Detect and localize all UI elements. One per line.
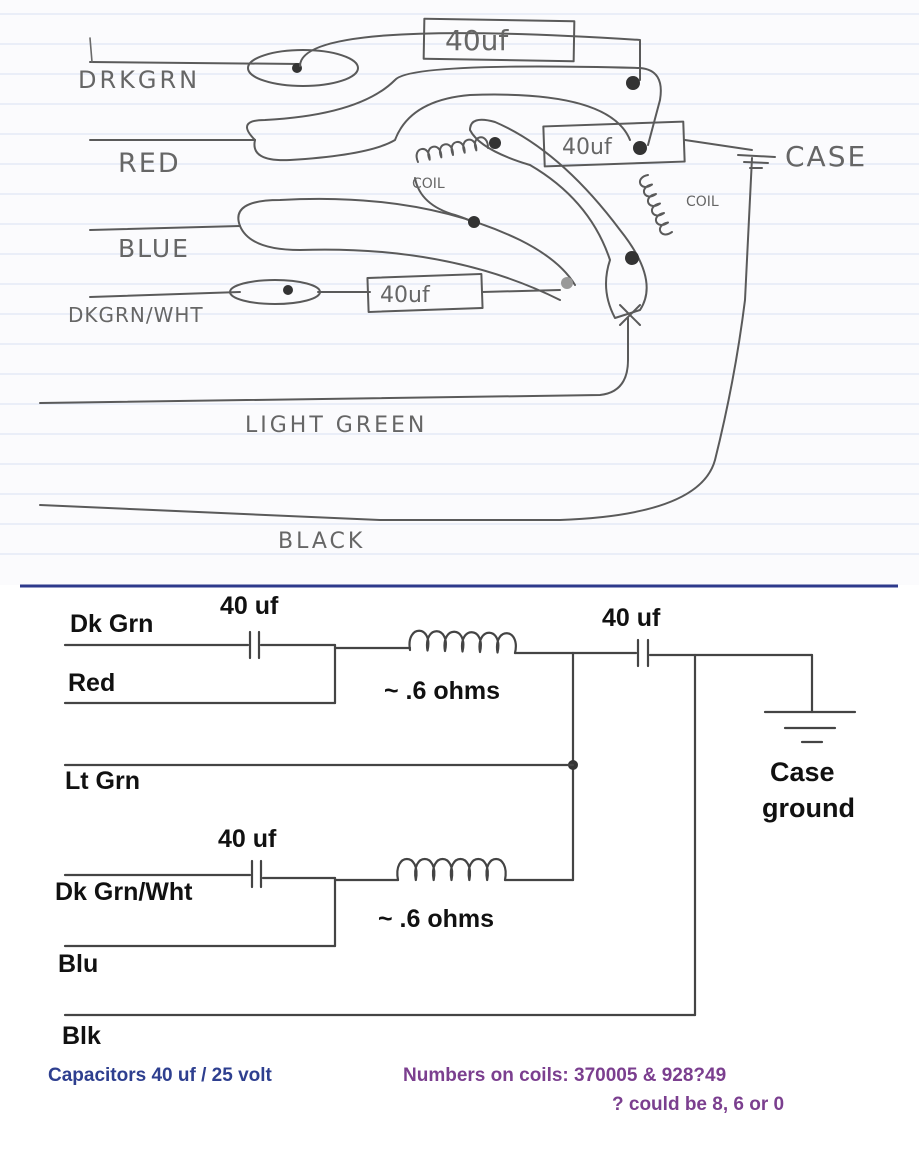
sketch-cap-label-1: 40uf (445, 24, 509, 57)
sketch-wire-tick (89, 37, 93, 63)
sketch-label-drkgrn: DRKGRN (78, 66, 200, 94)
sketch-cap-bot (366, 273, 484, 313)
sketch-capacitors: 40uf 40uf 40uf (366, 17, 686, 313)
sch-cap-label-2: 40 uf (218, 825, 277, 853)
sketch-cap-label-3: 40uf (380, 283, 431, 308)
sketch-label-blue: BLUE (118, 234, 190, 263)
sketch-cap-top (422, 17, 576, 63)
sch-cap-label-3: 40 uf (602, 604, 661, 632)
wire-blue-loop (237, 197, 576, 286)
sch-coil-label-1: ~ .6 ohms (384, 677, 501, 705)
wire-red-loop (246, 65, 662, 146)
sketch-labels: DRKGRN RED BLUE DKGRN/WHT LIGHT GREEN BL… (68, 66, 867, 554)
wire-drkgrn-to-cap (299, 32, 641, 81)
sketch-wire-dkgrnwht (89, 291, 241, 298)
sketch-wire-drkgrn (89, 61, 301, 65)
sketch-coil-right (638, 174, 673, 236)
sketch-label-red: RED (118, 148, 181, 179)
terminal-drkgrn (247, 49, 359, 87)
sketch-terminals (229, 32, 776, 326)
wire-red-loop-inner (253, 93, 631, 162)
sketch-label-black: BLACK (278, 529, 365, 554)
sketch-center-loop (469, 118, 648, 319)
sch-label-red: Red (68, 669, 116, 697)
sch-coil-2 (396, 857, 507, 882)
sketch-label-case: CASE (785, 140, 867, 173)
sch-coil-label-2: ~ .6 ohms (378, 905, 495, 933)
sch-label-dkgrnwht: Dk Grn/Wht (55, 878, 193, 906)
sketch-label-lightgreen: LIGHT GREEN (245, 413, 427, 438)
sch-label-dkgrn: Dk Grn (70, 610, 154, 638)
ruled-lines (0, 13, 919, 555)
sketch-coils: COIL COIL (412, 136, 719, 236)
note-coils-line2: ? could be 8, 6 or 0 (612, 1094, 785, 1115)
sketch-wires (39, 37, 753, 521)
sketch-wire-lightgreen (39, 317, 629, 404)
sch-ground-label-2: ground (762, 793, 855, 823)
sketch-cap-label-2: 40uf (562, 135, 613, 160)
sch-coil-1 (408, 629, 517, 655)
note-capacitors: Capacitors 40 uf / 25 volt (48, 1065, 272, 1086)
sch-label-ltgrn: Lt Grn (65, 767, 140, 795)
note-coils-line1: Numbers on coils: 370005 & 928?49 (403, 1065, 727, 1086)
sch-cap-label-1: 40 uf (220, 592, 279, 620)
sch-label-blk: Blk (62, 1022, 101, 1050)
sketch-coil-label-1: COIL (412, 176, 445, 192)
wire-blue-loop-inner (239, 225, 561, 301)
sketch-wire-black (39, 157, 753, 521)
sketch-wire-blue (89, 225, 241, 231)
sketch-coil-left (415, 136, 490, 163)
sch-label-blu: Blu (58, 950, 99, 978)
sketch-cap-mid (542, 120, 686, 168)
sketch-coil-label-2: COIL (686, 194, 719, 210)
sketch-label-dkgrnwht: DKGRN/WHT (68, 303, 204, 327)
schematic (63, 629, 857, 1017)
sch-ground-label-1: Case (770, 757, 835, 787)
